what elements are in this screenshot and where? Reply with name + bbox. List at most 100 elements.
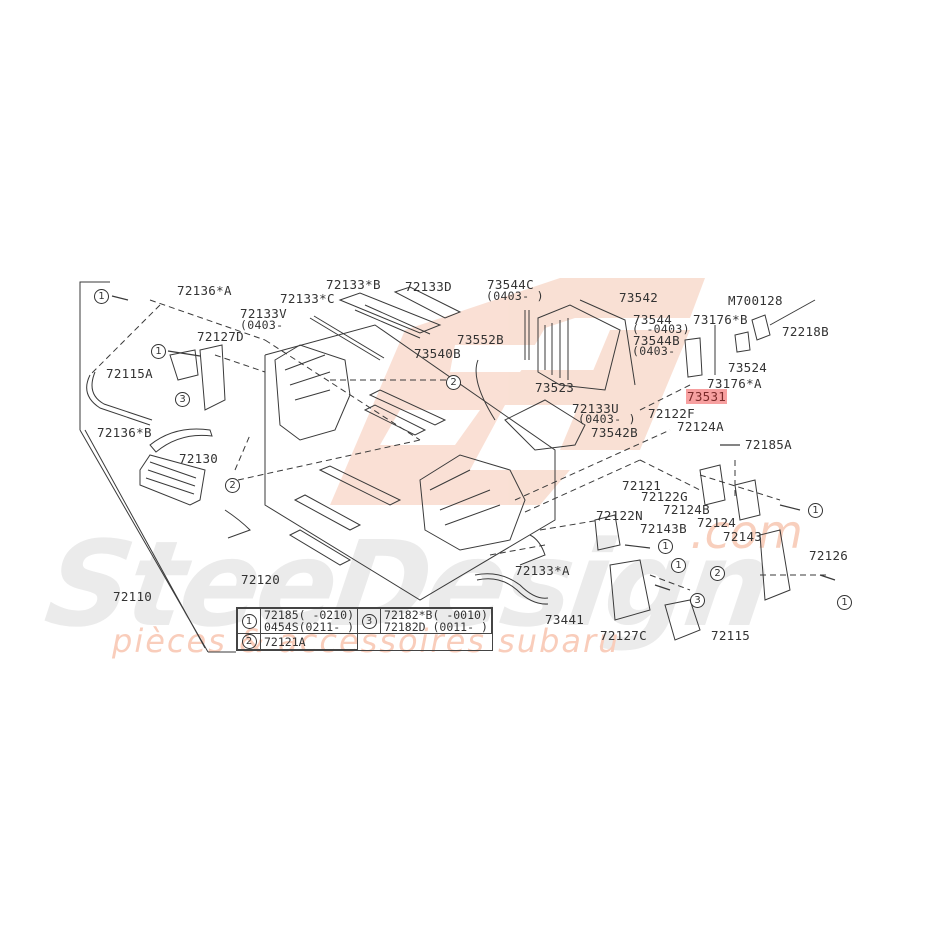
part-label-72133a: 72133*A (515, 564, 570, 577)
part-label-72136a: 72136*A (177, 284, 232, 297)
part-label-73531[interactable]: 73531 (686, 389, 728, 404)
legend-empty (358, 634, 381, 650)
callout-2-icon: 2 (710, 566, 725, 581)
part-label-72133b: 72133*B (326, 278, 381, 291)
part-number-text: 72122N (596, 508, 643, 523)
part-number-text: 72124B (663, 502, 710, 517)
part-label-72124a: 72124A (677, 420, 724, 433)
part-label-72122g: 72122G (641, 490, 688, 503)
part-label-72110: 72110 (113, 590, 152, 603)
part-number-text: 72115 (711, 628, 751, 643)
part-label-72143b: 72143B (640, 522, 687, 535)
part-number-text: 72122G (641, 489, 688, 504)
part-label-72115: 72115 (711, 629, 750, 642)
part-number-text: 72143 (723, 529, 763, 544)
fastener-legend: 1 72185( -0210)0454S(0211- ) 3 72182*B( … (236, 607, 493, 651)
callout-1-icon: 1 (658, 539, 673, 554)
callout-1-icon: 1 (671, 558, 686, 573)
part-label-73552b: 73552B (457, 333, 504, 346)
part-number-text: (0403- (240, 318, 284, 332)
part-number-text: 73176*B (693, 312, 748, 327)
callout-3-icon: 3 (175, 392, 190, 407)
callout-1-icon: 1 (94, 289, 109, 304)
part-label-72124: 72124 (697, 516, 736, 529)
part-number-text: 72133D (405, 279, 452, 294)
part-number-text: 72133*C (280, 291, 335, 306)
part-label-73441: 73441 (545, 613, 584, 626)
part-label-72126: 72126 (809, 549, 848, 562)
part-number-text: M700128 (728, 293, 783, 308)
part-number-text: 73540B (414, 346, 461, 361)
part-number-text: 72143B (640, 521, 687, 536)
part-label-72136b: 72136*B (97, 426, 152, 439)
part-number-text: 72126 (809, 548, 849, 563)
part-number-text: 73552B (457, 332, 504, 347)
part-label-72121: 72121 (622, 479, 661, 492)
part-label-73544c-note: (0403- ) (486, 290, 544, 303)
part-number-text: 73524 (728, 360, 768, 375)
callout-1-icon: 1 (808, 503, 823, 518)
part-label-72133v-note: (0403- (240, 319, 283, 332)
part-label-m700128: M700128 (728, 294, 783, 307)
callout-3-icon: 3 (690, 593, 705, 608)
part-number-text: 73176*A (707, 376, 762, 391)
part-label-72115a: 72115A (106, 367, 153, 380)
part-number-text: 72110 (113, 589, 153, 604)
part-label-73176a: 73176*A (707, 377, 762, 390)
part-label-72127c: 72127C (600, 629, 647, 642)
part-label-72133u: 72133U (572, 402, 619, 415)
part-label-72218b: 72218B (782, 325, 829, 338)
part-label-72185a: 72185A (745, 438, 792, 451)
part-number-text: 73542B (591, 425, 638, 440)
part-label-73542b: 73542B (591, 426, 638, 439)
part-label-72130: 72130 (179, 452, 218, 465)
callout-2-icon: 2 (225, 478, 240, 493)
part-label-73544b-note: (0403- (632, 345, 675, 358)
part-number-text: 73531 (686, 389, 728, 404)
legend-parts-2: 72121A (259, 633, 359, 650)
part-number-text: (0403- ) (578, 412, 636, 426)
part-number-text: 72115A (106, 366, 153, 381)
part-number-text: 72124A (677, 419, 724, 434)
part-label-72133u-note: (0403- ) (578, 413, 636, 426)
part-label-72124b: 72124B (663, 503, 710, 516)
part-number-text: 73544 (633, 312, 673, 327)
callout-1-icon: 1 (151, 344, 166, 359)
part-label-72143: 72143 (723, 530, 762, 543)
legend-empty (381, 634, 492, 650)
legend-ref-1: 1 (237, 608, 261, 634)
part-number-text: 72133*A (515, 563, 570, 578)
part-number-text: 72133*B (326, 277, 381, 292)
legend-ref-3: 3 (357, 608, 382, 634)
part-number-text: 72218B (782, 324, 829, 339)
callout-2-icon: 2 (446, 375, 461, 390)
part-label-72133c: 72133*C (280, 292, 335, 305)
callout-1-icon: 1 (837, 595, 852, 610)
part-label-73176b: 73176*B (693, 313, 748, 326)
part-label-73540b: 73540B (414, 347, 461, 360)
part-number-text: 72136*A (177, 283, 232, 298)
legend-parts-1: 72185( -0210)0454S(0211- ) (259, 608, 359, 634)
part-number-text: 72127D (197, 329, 244, 344)
part-number-text: 72124 (697, 515, 737, 530)
part-number-text: (0403- (632, 344, 676, 358)
part-label-73524: 73524 (728, 361, 767, 374)
part-number-text: 72130 (179, 451, 219, 466)
part-number-text: ( -0403) (632, 322, 690, 336)
part-number-text: 73523 (535, 380, 575, 395)
legend-ref-2: 2 (237, 633, 261, 650)
legend-parts-3: 72182*B( -0010)72182D (0011- ) (380, 608, 492, 634)
part-number-text: 72120 (241, 572, 281, 587)
part-label-72133v: 72133V (240, 307, 287, 320)
part-label-73544b: 73544B (633, 334, 680, 347)
part-label-72122n: 72122N (596, 509, 643, 522)
part-label-73542: 73542 (619, 291, 658, 304)
part-label-73544-note: ( -0403) (632, 323, 690, 336)
part-number-text: 72127C (600, 628, 647, 643)
part-number-text: 73544B (633, 333, 680, 348)
part-label-72120: 72120 (241, 573, 280, 586)
